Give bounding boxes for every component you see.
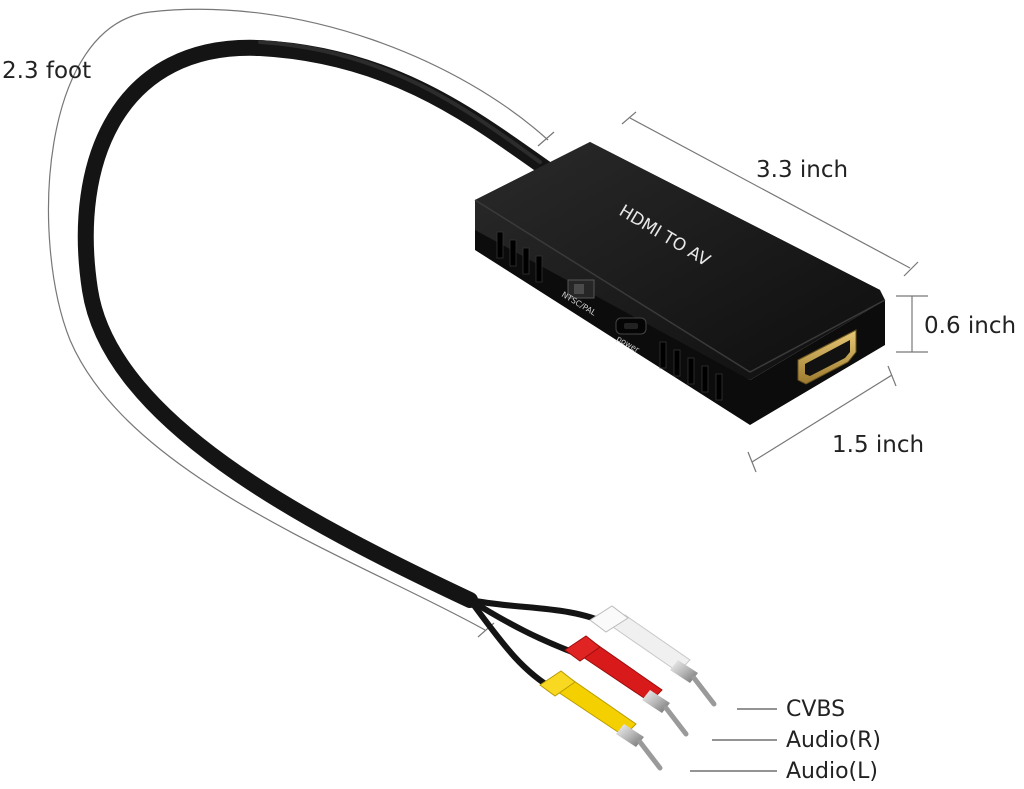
height-guide bbox=[896, 295, 928, 353]
width-guide bbox=[747, 365, 897, 473]
av-cable bbox=[77, 39, 613, 693]
cable-length-label: 2.3 foot bbox=[2, 58, 92, 84]
power-port bbox=[615, 317, 647, 335]
rca-plug-yellow bbox=[539, 670, 663, 771]
width-label: 1.5 inch bbox=[832, 432, 925, 458]
cable-length-guide bbox=[47, 8, 549, 631]
hdmi-port bbox=[797, 329, 857, 385]
ntsc-pal-switch bbox=[567, 279, 595, 299]
cvbs-label: CVBS bbox=[786, 697, 846, 722]
rca-plug-red bbox=[564, 635, 689, 737]
vent-slots-right bbox=[659, 341, 723, 401]
audio-l-label: Audio(L) bbox=[786, 759, 878, 784]
height-label: 0.6 inch bbox=[924, 313, 1017, 339]
audio-r-label: Audio(R) bbox=[786, 728, 881, 753]
converter-box bbox=[474, 142, 886, 425]
length-label: 3.3 inch bbox=[756, 157, 849, 183]
length-guide bbox=[621, 111, 919, 277]
rca-plug-white bbox=[589, 605, 717, 707]
vent-slots-left bbox=[496, 231, 543, 283]
